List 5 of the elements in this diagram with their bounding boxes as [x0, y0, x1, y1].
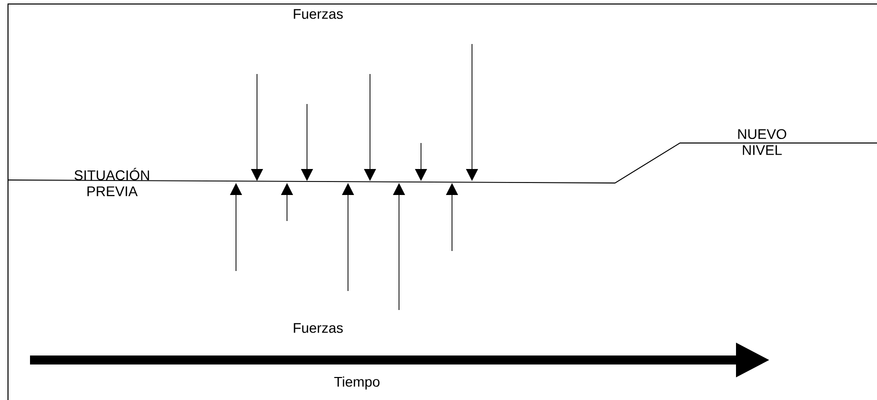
label: SITUACIÓN PREVIA [74, 168, 149, 196]
label: NUEVO NIVEL [738, 129, 786, 155]
label: Fuerzas [294, 9, 343, 19]
label: Fuerzas [294, 323, 343, 333]
label: Tiempo [334, 376, 380, 390]
